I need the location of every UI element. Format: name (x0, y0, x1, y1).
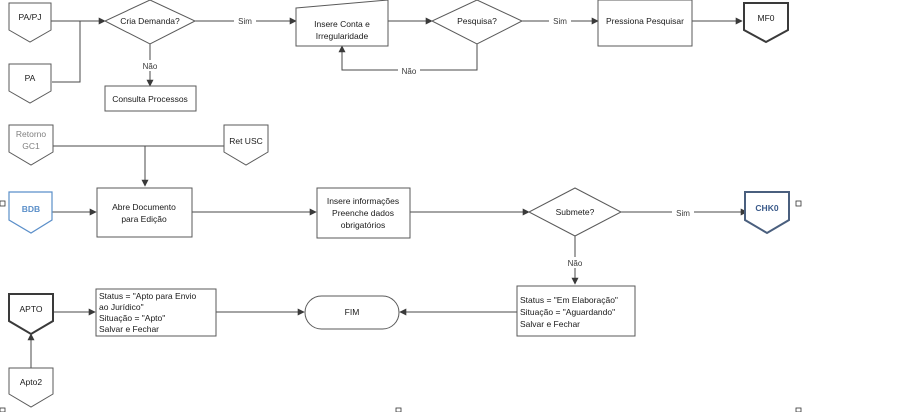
edge-label-sim: Sim (676, 209, 690, 218)
connector-label: Ret USC (229, 136, 263, 146)
process-label: Pressiona Pesquisar (606, 16, 684, 26)
shape-label-line: Situação = "Aguardando" (520, 307, 615, 317)
connector-label: Apto2 (20, 377, 42, 387)
shape-label-line: ao Jurídico" (99, 302, 144, 312)
edge-label-nao: Não (143, 62, 158, 71)
connector-label: BDB (22, 204, 40, 214)
shape-label-line: Retorno (16, 129, 47, 139)
offpage-connector-apto[interactable]: APTO (8, 293, 54, 336)
decision-label: Pesquisa? (457, 16, 497, 26)
process-status-elaboracao[interactable]: Status = "Em Elaboração" Situação = "Agu… (516, 285, 636, 337)
shape-label-line: Salvar e Fechar (520, 319, 580, 329)
offpage-connector-bdb[interactable]: BDB (8, 191, 53, 234)
decision-submete[interactable]: Submete? (527, 187, 623, 237)
edge-label-nao: Não (402, 67, 417, 76)
offpage-connector-pa[interactable]: PA (8, 63, 52, 104)
process-insere-informacoes[interactable]: Insere informações Preenche dados obriga… (316, 187, 411, 239)
shape-label-line: obrigatórios (341, 220, 385, 230)
process-abre-documento[interactable]: Abre Documento para Edição (96, 187, 193, 238)
shape-label-line: Preenche dados (332, 208, 394, 218)
shape-label-line: Insere Conta e (314, 19, 370, 29)
shape-label-line: Salvar e Fechar (99, 324, 159, 334)
offpage-connector-ret-usc[interactable]: Ret USC (223, 124, 269, 166)
resize-handle-left[interactable] (0, 200, 6, 207)
shape-label-line: para Edição (121, 214, 167, 224)
decision-label: Submete? (556, 207, 595, 217)
connector-label: MF0 (758, 13, 775, 23)
shape-label-line: Abre Documento (112, 202, 176, 212)
offpage-connector-retorno-gc1[interactable]: Retorno GC1 (8, 124, 54, 166)
decision-label: Cria Demanda? (120, 16, 180, 26)
process-label: Consulta Processos (112, 94, 188, 104)
offpage-connector-pa-pj[interactable]: PA/PJ (8, 2, 52, 43)
edge-labels: Sim Não Sim Não Sim Não (139, 15, 694, 268)
connector-label: PA (25, 73, 36, 83)
connector-label: PA/PJ (19, 12, 42, 22)
offpage-connector-chk0[interactable]: CHK0 (744, 191, 790, 235)
resize-handle-bottom-right[interactable] (795, 407, 802, 412)
edge-label-sim: Sim (553, 17, 567, 26)
process-status-apto[interactable]: Status = "Apto para Envio ao Jurídico" S… (95, 288, 217, 337)
manual-input-insere-conta[interactable]: Insere Conta e Irregularidade (295, 0, 389, 47)
resize-handle-bottom[interactable] (395, 407, 402, 412)
edge-label-sim: Sim (238, 17, 252, 26)
resize-handle-bottom-left[interactable] (0, 407, 6, 412)
decision-pesquisa[interactable]: Pesquisa? (430, 0, 524, 45)
shape-label-line: Irregularidade (316, 31, 369, 41)
shape-label-line: Insere informações (327, 196, 399, 206)
shape-label-line: Status = "Apto para Envio (99, 291, 197, 301)
decision-cria-demanda[interactable]: Cria Demanda? (103, 0, 197, 45)
edge-pa-to-join (52, 21, 81, 83)
offpage-connector-apto2[interactable]: Apto2 (8, 367, 54, 408)
terminator-label: FIM (345, 307, 360, 317)
shape-label-line: Situação = "Apto" (99, 313, 165, 323)
shape-label-line: Status = "Em Elaboração" (520, 295, 618, 305)
resize-handle-right[interactable] (795, 200, 802, 207)
connector-label: APTO (20, 304, 43, 314)
edge-label-nao: Não (568, 259, 583, 268)
connector-label: CHK0 (755, 203, 778, 213)
shape-label-line: GC1 (22, 141, 40, 151)
selection-handles[interactable] (0, 200, 802, 412)
process-pressiona-pesquisar[interactable]: Pressiona Pesquisar (597, 0, 693, 47)
offpage-connector-mf0[interactable]: MF0 (743, 2, 789, 44)
terminator-fim[interactable]: FIM (304, 295, 400, 330)
process-consulta-processos[interactable]: Consulta Processos (104, 85, 197, 112)
